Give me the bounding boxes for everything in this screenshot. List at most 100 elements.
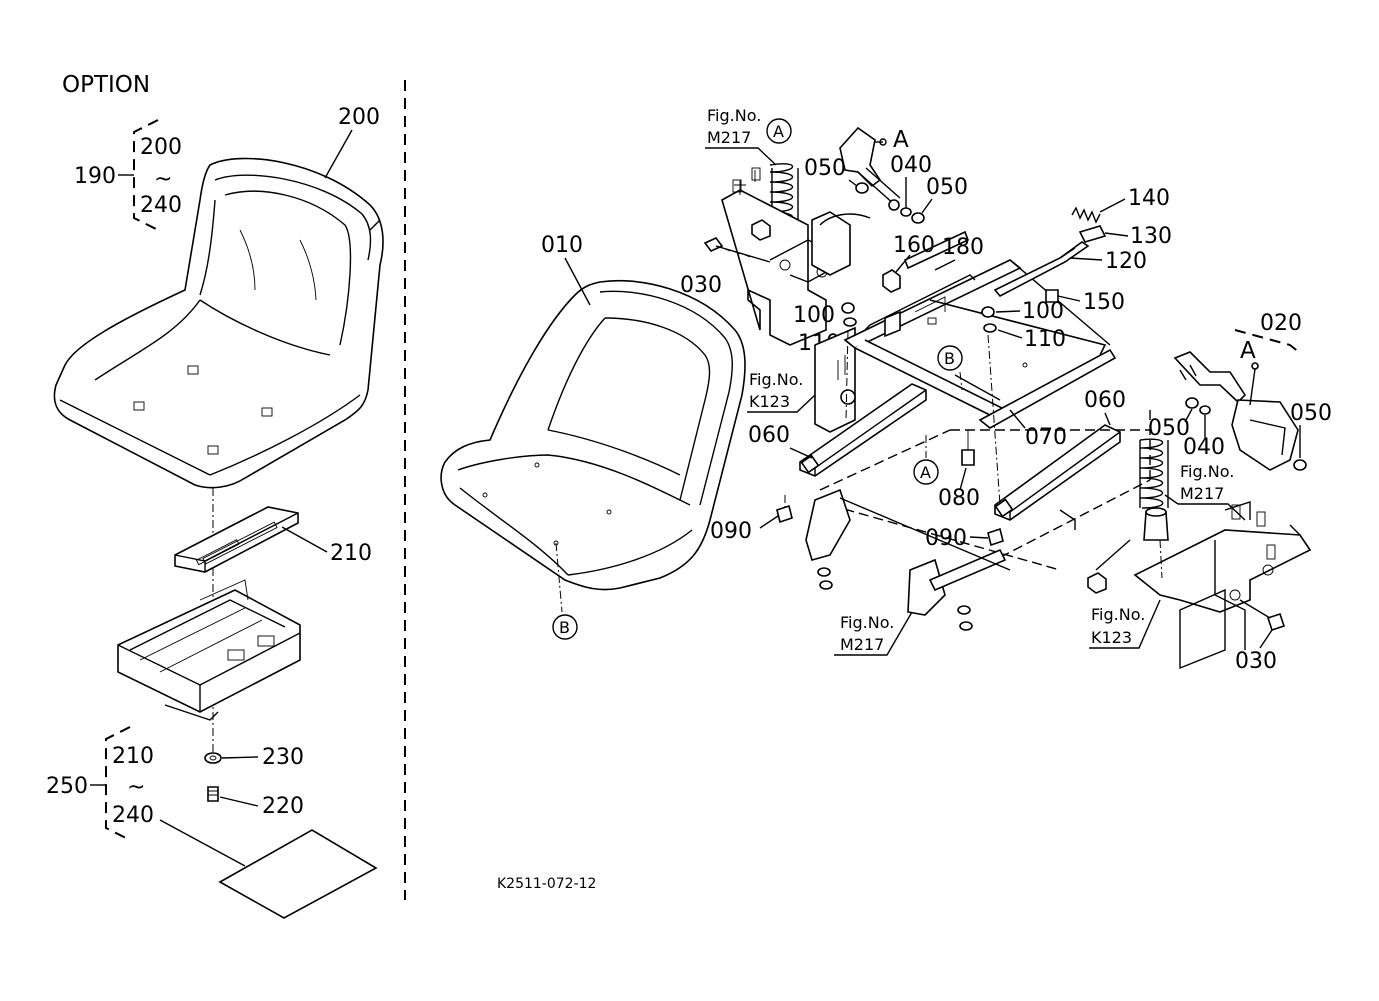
lower-nut-3 xyxy=(957,605,971,615)
part-150-bolt xyxy=(1045,289,1059,303)
part-050-right-a xyxy=(1185,397,1199,409)
part-060-rail-left xyxy=(799,383,927,477)
right-nut xyxy=(1087,572,1107,594)
part-080-bolt xyxy=(961,430,975,466)
group-190-label: 190 xyxy=(74,164,116,189)
svg-text:M217: M217 xyxy=(840,635,884,654)
part-210-slide-plate xyxy=(174,506,299,573)
group-190-to: 240 xyxy=(140,193,182,218)
part-label-050-c: 050 xyxy=(1148,416,1190,441)
part-070-frame xyxy=(843,230,1117,429)
part-label-050-d: 050 xyxy=(1290,401,1332,426)
ref-a-lever-right: A xyxy=(1240,338,1256,364)
part-120-rod xyxy=(993,241,1090,298)
option-slide-assembly xyxy=(117,579,301,721)
part-110-right xyxy=(983,323,997,333)
group-190-tilde: ~ xyxy=(154,167,172,192)
part-140-spring xyxy=(1071,206,1101,224)
lower-nut-2 xyxy=(819,580,833,590)
fig-ref-k123-left: Fig.No. K123 xyxy=(747,370,816,413)
fig-ref-k123-right: Fig.No. K123 xyxy=(1089,599,1161,649)
part-label-090-b: 090 xyxy=(925,526,967,551)
ref-marker-b-frame: B xyxy=(937,345,963,371)
part-label-090-a: 090 xyxy=(710,519,752,544)
part-label-060-b: 060 xyxy=(1084,388,1126,413)
part-110-left xyxy=(843,317,857,327)
left-seat-bracket xyxy=(721,167,871,346)
part-label-130: 130 xyxy=(1130,224,1172,249)
part-label-030-a: 030 xyxy=(680,273,722,298)
group-190-from: 200 xyxy=(140,135,182,160)
part-label-040-a: 040 xyxy=(890,153,932,178)
svg-text:B: B xyxy=(944,349,955,368)
part-label-010: 010 xyxy=(541,233,583,258)
option-group-190: 190 200 ~ 240 xyxy=(74,119,182,231)
part-label-200: 200 xyxy=(338,105,380,130)
part-090-bolt-right xyxy=(987,527,1004,547)
part-label-060-a: 060 xyxy=(748,423,790,448)
svg-text:A: A xyxy=(773,122,784,141)
part-040-right xyxy=(1199,405,1211,415)
part-label-160: 160 xyxy=(893,233,935,258)
part-100-right xyxy=(981,306,995,318)
svg-text:B: B xyxy=(559,618,570,637)
svg-text:Fig.No.: Fig.No. xyxy=(749,370,803,389)
part-label-150: 150 xyxy=(1083,290,1125,315)
part-label-030-b: 030 xyxy=(1235,649,1277,674)
ref-marker-a-mid: A xyxy=(913,459,939,485)
part-230-washer xyxy=(204,752,222,764)
part-label-080: 080 xyxy=(938,486,980,511)
part-label-230: 230 xyxy=(262,745,304,770)
group-250-from: 210 xyxy=(112,744,154,769)
option-heading: OPTION xyxy=(62,72,150,98)
part-label-100-a: 100 xyxy=(793,303,835,328)
ref-marker-b-seat: B xyxy=(552,614,578,640)
part-050-nut-top-right xyxy=(911,212,925,224)
svg-text:K123: K123 xyxy=(749,392,790,411)
base-frame xyxy=(805,410,1151,616)
right-seat-bracket xyxy=(1133,501,1312,670)
part-label-210: 210 xyxy=(330,541,372,566)
group-250-label: 250 xyxy=(46,774,88,799)
group-020-bracket xyxy=(1234,329,1301,354)
svg-text:A: A xyxy=(920,463,931,482)
part-label-040-b: 040 xyxy=(1183,435,1225,460)
part-label-110-b: 110 xyxy=(1024,327,1066,352)
part-label-050-b: 050 xyxy=(926,175,968,200)
svg-text:M217: M217 xyxy=(1180,484,1224,503)
part-label-070: 070 xyxy=(1025,425,1067,450)
option-seat-200 xyxy=(53,157,384,489)
part-100-left xyxy=(841,302,855,314)
fig-ref-m217-bottom: Fig.No. M217 xyxy=(834,611,913,656)
part-label-050-a: 050 xyxy=(804,156,846,181)
part-label-100-b: 100 xyxy=(1022,299,1064,324)
fig-ref-m217-right: Fig.No. M217 xyxy=(1164,462,1246,521)
part-label-120: 120 xyxy=(1105,249,1147,274)
drawing-code: K2511-072-12 xyxy=(497,876,596,892)
group-250-to: 240 xyxy=(112,803,154,828)
part-030-bolt-left xyxy=(703,237,771,263)
part-050-nut-top-left xyxy=(855,182,869,194)
left-nut xyxy=(751,219,771,241)
part-030-bolt-right xyxy=(1239,599,1286,632)
part-020-lever xyxy=(1173,351,1299,471)
option-group-250: 250 210 ~ 240 xyxy=(46,726,154,841)
lower-nut-4 xyxy=(959,621,973,631)
part-label-020: 020 xyxy=(1260,311,1302,336)
part-090-bolt-left xyxy=(776,504,793,524)
part-060-rail-right xyxy=(994,424,1121,521)
part-010-seat xyxy=(440,279,746,591)
part-220-bolt xyxy=(207,786,219,802)
svg-text:K123: K123 xyxy=(1091,628,1132,647)
part-label-220: 220 xyxy=(262,794,304,819)
svg-text:Fig.No.: Fig.No. xyxy=(707,106,761,125)
part-160-nut xyxy=(882,269,901,293)
ref-a-lever-top: A xyxy=(893,127,909,153)
svg-text:Fig.No.: Fig.No. xyxy=(1091,605,1145,624)
right-spring xyxy=(1139,438,1169,541)
svg-text:Fig.No.: Fig.No. xyxy=(840,613,894,632)
svg-text:M217: M217 xyxy=(707,128,751,147)
svg-text:Fig.No.: Fig.No. xyxy=(1180,462,1234,481)
group-250-tilde: ~ xyxy=(127,775,145,800)
